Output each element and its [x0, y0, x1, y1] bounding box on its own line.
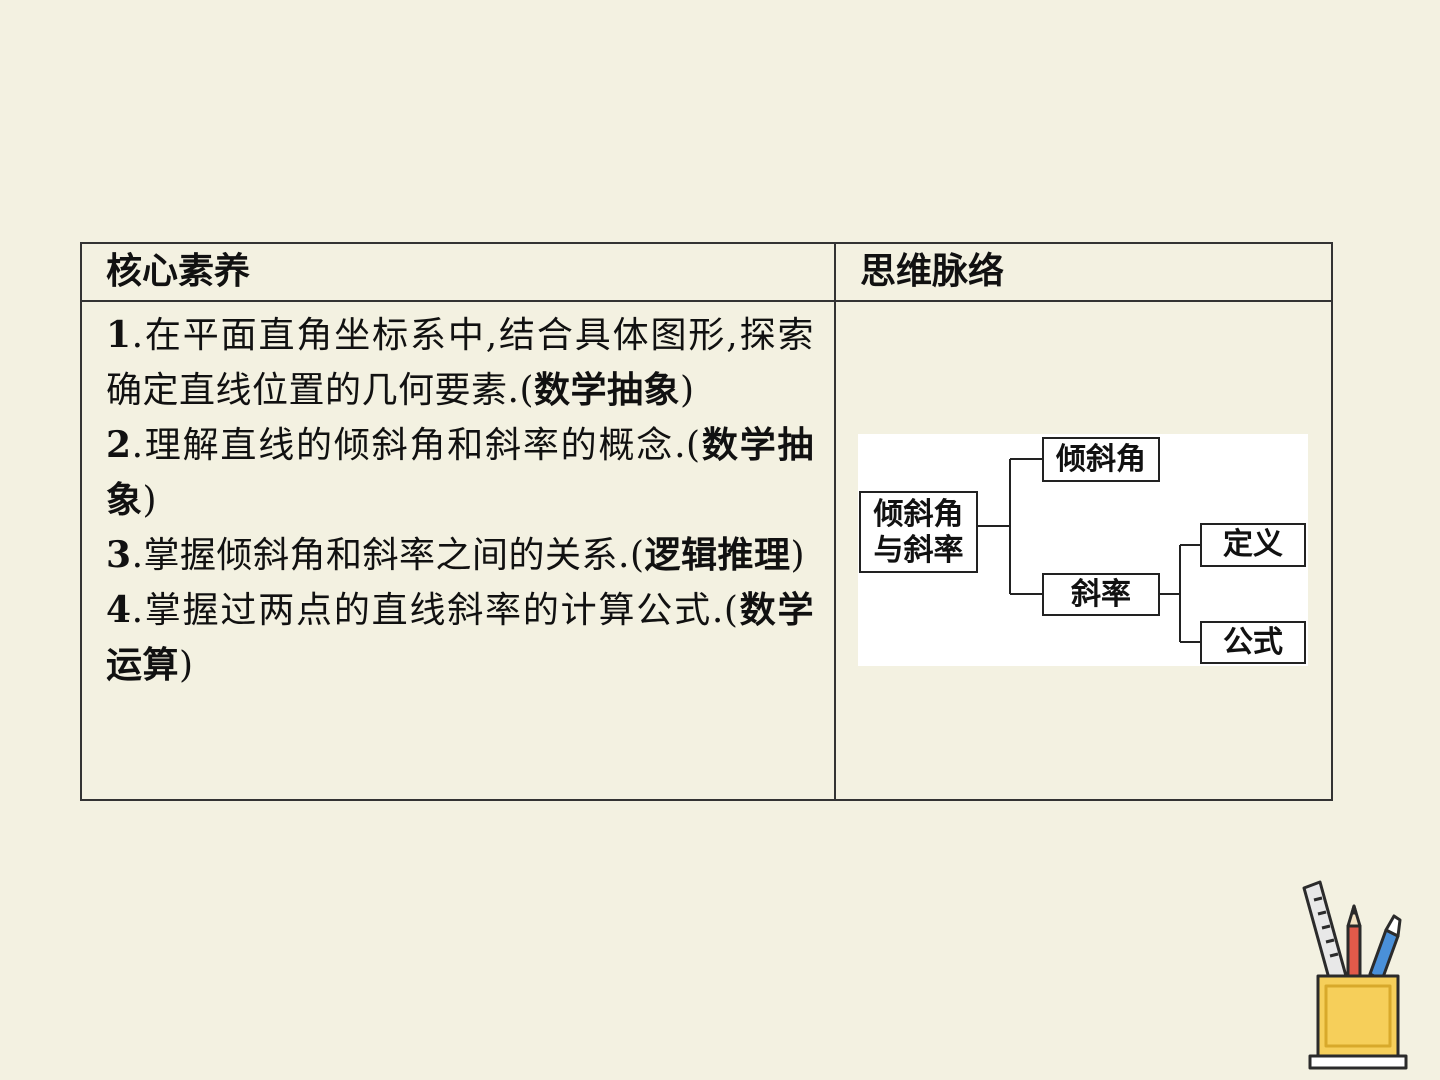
list-item-3: 3.掌握倾斜角和斜率之间的关系.(逻辑推理) — [106, 534, 806, 576]
mindmap-connectors — [978, 458, 1200, 643]
header-thinking-context: 思维脉络 — [834, 242, 1333, 302]
branch-node-inclination: 倾斜角 — [1042, 437, 1160, 482]
mindmap-diagram: 倾斜角与斜率 倾斜角 斜率 定义 公式 — [858, 434, 1308, 666]
leaf-node-definition: 定义 — [1200, 523, 1306, 567]
mindmap-cell: 倾斜角与斜率 倾斜角 斜率 定义 公式 — [834, 300, 1333, 801]
header-core-literacy: 核心素养 — [80, 242, 836, 302]
leaf-node-formula: 公式 — [1200, 621, 1306, 664]
list-item-1: 1.在平面直角坐标系中,结合具体图形,探索确定直线位置的几何要素.(数学抽象) — [106, 314, 814, 411]
list-item-2: 2.理解直线的倾斜角和斜率的概念.(数学抽象) — [106, 424, 814, 521]
core-literacy-list: 1.在平面直角坐标系中,结合具体图形,探索确定直线位置的几何要素.(数学抽象) … — [80, 300, 836, 801]
branch-node-slope: 斜率 — [1042, 573, 1160, 616]
content-table: 核心素养 思维脉络 1.在平面直角坐标系中,结合具体图形,探索确定直线位置的几何… — [80, 242, 1333, 801]
list-item-4: 4.掌握过两点的直线斜率的计算公式.(数学运算) — [106, 589, 814, 686]
pencil-cup-decoration — [1302, 880, 1408, 1070]
header-right-label: 思维脉络 — [860, 251, 1005, 292]
root-node: 倾斜角与斜率 — [859, 491, 978, 573]
header-left-label: 核心素养 — [106, 251, 251, 292]
